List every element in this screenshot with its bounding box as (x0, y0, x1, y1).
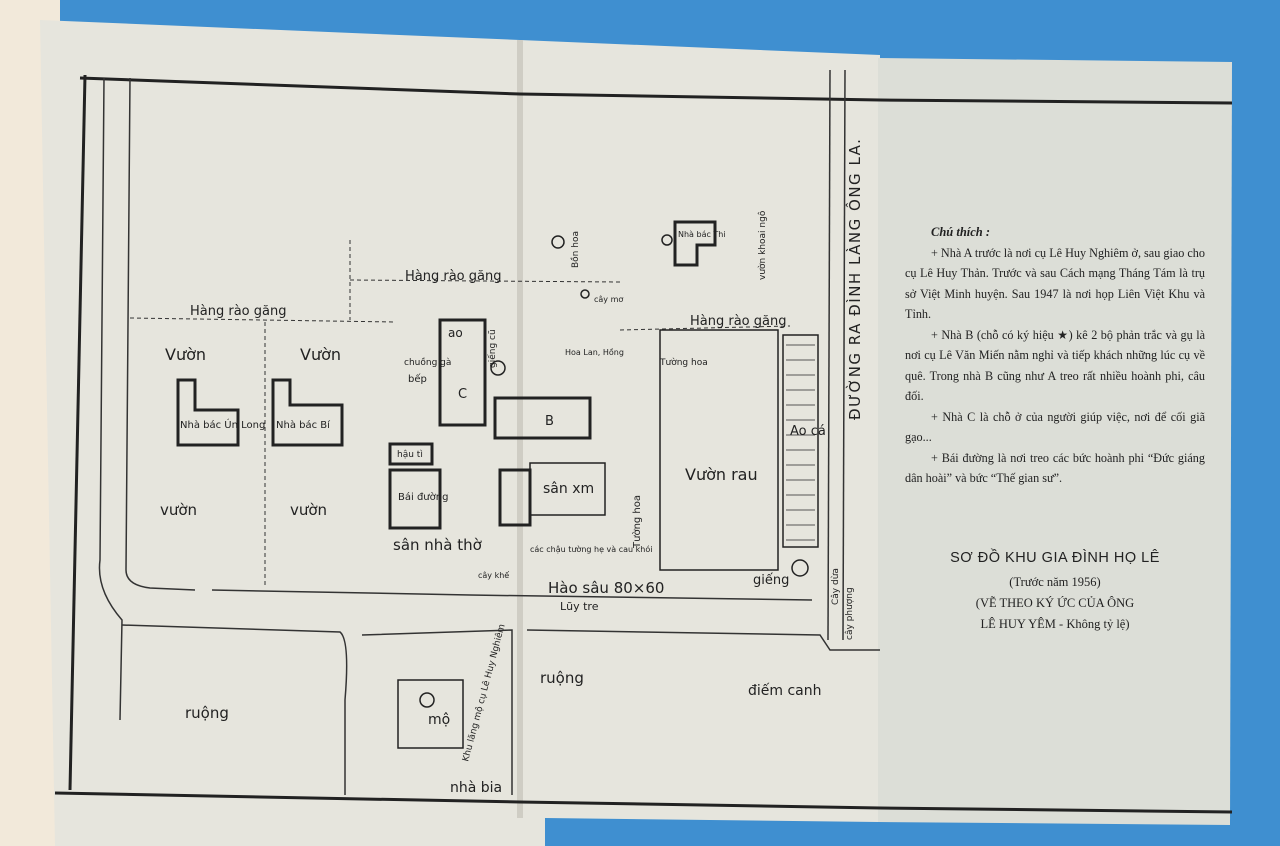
label-garden-3: vườn (160, 501, 197, 519)
legend-item: + Nhà B (chỗ có ký hiệu ★) kê 2 bộ phản … (905, 327, 1205, 404)
legend: Chú thích : + Nhà A trước là nơi cụ Lê H… (905, 222, 1205, 489)
map-border (54, 74, 1233, 814)
label-tuong-hoa: Tường hoa (659, 357, 708, 368)
label-hedge-top: Hàng rào găng (405, 269, 501, 284)
caption: SƠ ĐỒ KHU GIA ĐÌNH HỌ LÊ (Trước năm 1956… (905, 550, 1205, 635)
yard-structures (397, 234, 819, 749)
house-bi (271, 378, 344, 447)
buildings (176, 220, 717, 530)
bai-duong (388, 468, 442, 530)
label-house-bi: Nhà bác Bí (276, 419, 331, 431)
map-page (40, 20, 880, 846)
label-san-xm: sân xm (543, 481, 594, 497)
label-gieng: giếng (753, 573, 789, 588)
label-cay-khe: cây khế (478, 570, 509, 580)
legend-panel (878, 58, 1232, 825)
house-b (493, 396, 592, 440)
label-ao-ca: Ao cá (790, 424, 826, 439)
label-hedge-right: Hàng rào găng (690, 314, 786, 329)
label-house-un-long: Nhà bác Ún Long (180, 418, 265, 431)
legend-item: + Nhà C là chỗ ở của người giúp việc, nơ… (905, 409, 1205, 445)
roads (98, 69, 880, 795)
hau-ti (388, 442, 434, 466)
label-hau-ti: hậu tì (397, 450, 423, 460)
label-house-b: B (545, 414, 554, 429)
legend-item: + Nhà A trước là nơi cụ Lê Huy Nghiêm ở,… (905, 245, 1205, 322)
label-chau-tuong-he: các chậu tường hẹ và cau khói (530, 544, 652, 555)
label-chuong-ga: chuồng gà (404, 357, 451, 368)
caption-period: (Trước năm 1956) (1009, 575, 1101, 589)
label-kitchen: bếp (408, 373, 427, 385)
label-vuon-khoai-ngo: vườn khoai ngô (757, 210, 768, 280)
hedges (129, 240, 791, 585)
label-mo: mộ (428, 712, 450, 728)
label-house-c: C (458, 387, 467, 402)
label-house-thi: Nhà bác Thi (678, 230, 726, 239)
label-bai-duong: Bái đường (398, 491, 448, 503)
label-bon-hoa: Bồn hoa (570, 231, 581, 268)
road-name: ĐƯỜNG RA ĐÌNH LÀNG ÔNG LA. (845, 138, 864, 420)
label-nha-bia: nhà bia (450, 780, 502, 796)
caption-note-1: (VẼ THEO KÝ ỨC CỦA ÔNG (975, 596, 1135, 610)
label-cay-phuong: cây phượng (845, 587, 855, 640)
label-tuong-hoa-vertical: Tường hoa (631, 495, 643, 549)
label-san-nha-tho: sân nhà thờ (393, 536, 483, 554)
house-thi (673, 220, 717, 267)
map-labels: Hàng rào găng Hàng rào găng Hàng rào găn… (160, 230, 826, 796)
label-cay-dua: Cây dừa (831, 568, 841, 605)
legend-title: Chú thích : (931, 225, 991, 239)
fish-pond-hatch (786, 344, 815, 541)
label-ho-sau: Hào sâu 80×60 (548, 579, 664, 597)
label-hedge-left: Hàng rào găng (190, 304, 286, 319)
label-vuon-rau: Vườn rau (685, 465, 758, 484)
label-ruong-2: ruộng (540, 669, 584, 687)
label-luy-tre: Lũy tre (560, 600, 599, 613)
caption-note-2: LÊ HUY YÊM - Không tỷ lệ) (980, 617, 1130, 631)
label-house-a: ao (448, 326, 463, 340)
house-a (438, 318, 487, 427)
label-garden-1: Vườn (165, 345, 206, 364)
house-un-long (176, 378, 240, 447)
legend-item: + Bái đường là nơi treo các bức hoành ph… (905, 450, 1205, 486)
label-garden-4: vườn (290, 501, 327, 519)
caption-title: SƠ ĐỒ KHU GIA ĐÌNH HỌ LÊ (950, 550, 1160, 566)
label-cay-mo: cây mơ (594, 295, 623, 304)
label-gieng-cu: giếng cũ (487, 329, 498, 368)
label-hoa-lan: Hoa Lan, Hồng (565, 347, 624, 357)
label-garden-2: Vườn (300, 345, 341, 364)
label-ruong-1: ruộng (185, 704, 229, 722)
label-diem-canh: điếm canh (748, 682, 822, 699)
